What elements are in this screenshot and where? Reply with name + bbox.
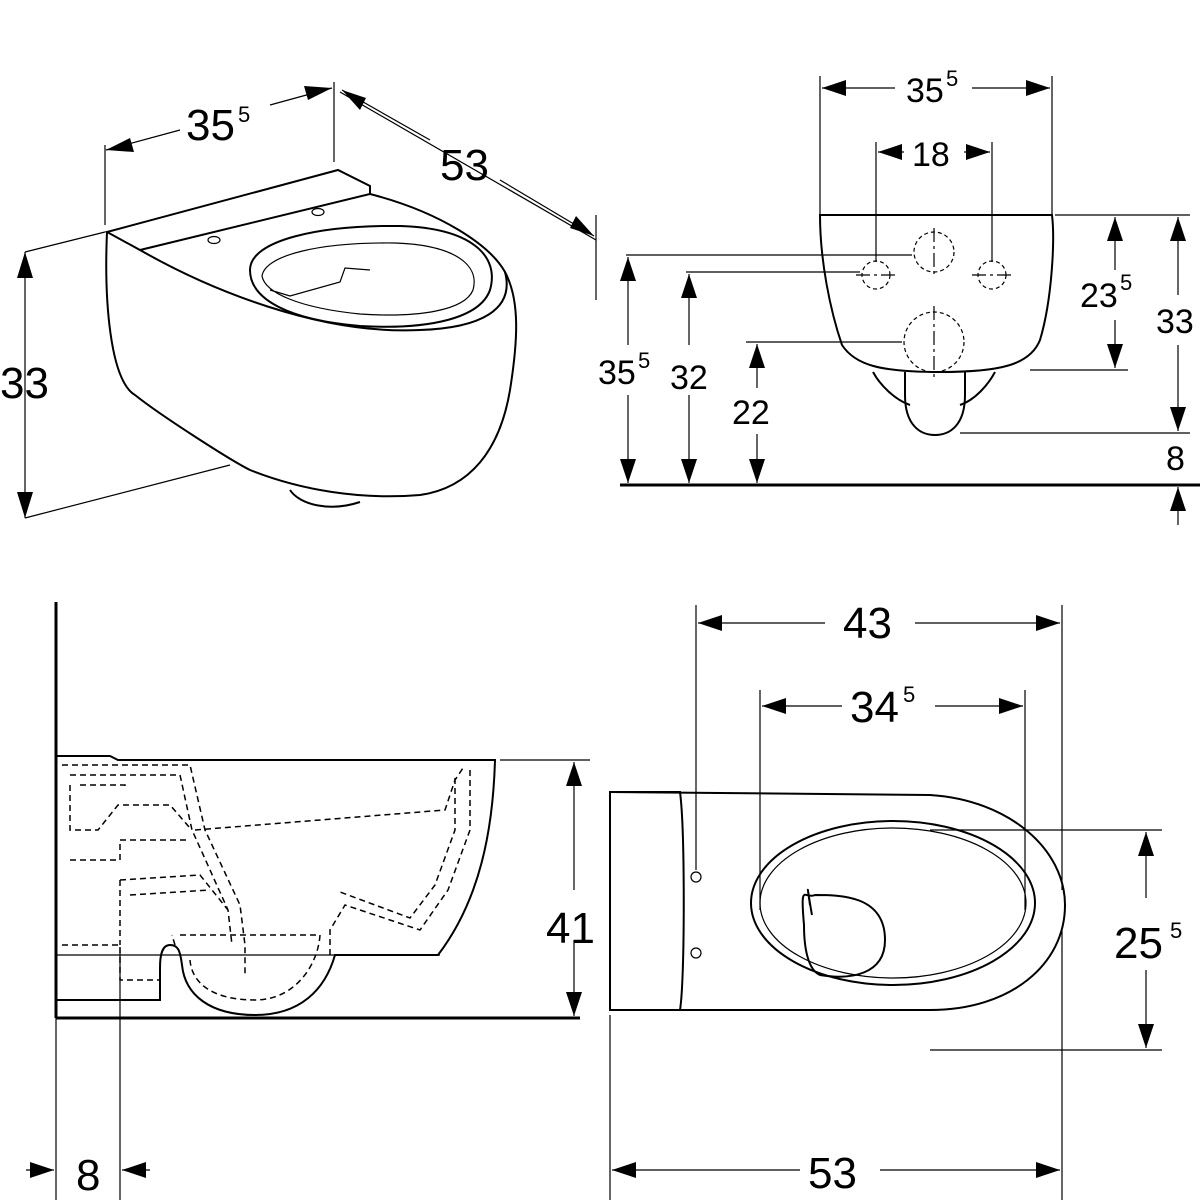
top-view xyxy=(609,605,1162,1200)
front-pipe-height-label: 32 xyxy=(670,359,708,397)
top-hole-distance-label: 43 xyxy=(843,599,892,648)
side-offset-label: 8 xyxy=(76,1151,100,1200)
iso-width-sup: 5 xyxy=(238,102,250,127)
isometric-view xyxy=(17,82,597,519)
top-bowl-width-label: 25 xyxy=(1114,919,1163,968)
front-upper-height-sup: 5 xyxy=(1120,270,1132,295)
front-width-sup: 5 xyxy=(946,66,958,91)
top-bowl-length-sup: 5 xyxy=(903,682,915,707)
top-length-label: 53 xyxy=(808,1149,857,1198)
front-outlet-height-label: 22 xyxy=(732,394,770,432)
iso-width-label: 35 xyxy=(186,101,235,150)
iso-height-label: 33 xyxy=(0,359,49,408)
front-gap-label: 8 xyxy=(1166,440,1185,478)
front-width-label: 35 xyxy=(906,72,944,110)
front-fixing-height-label: 35 xyxy=(598,354,636,392)
front-hole-spacing-label: 18 xyxy=(912,136,950,174)
side-view xyxy=(26,602,590,1200)
front-upper-height-label: 23 xyxy=(1080,277,1118,315)
iso-depth-label: 53 xyxy=(440,141,489,190)
front-fixing-height-sup: 5 xyxy=(638,348,650,373)
front-view xyxy=(620,76,1200,525)
top-bowl-width-sup: 5 xyxy=(1170,918,1182,943)
top-bowl-length-label: 34 xyxy=(850,683,899,732)
front-total-height-label: 33 xyxy=(1156,303,1194,341)
side-height-label: 41 xyxy=(546,904,595,953)
